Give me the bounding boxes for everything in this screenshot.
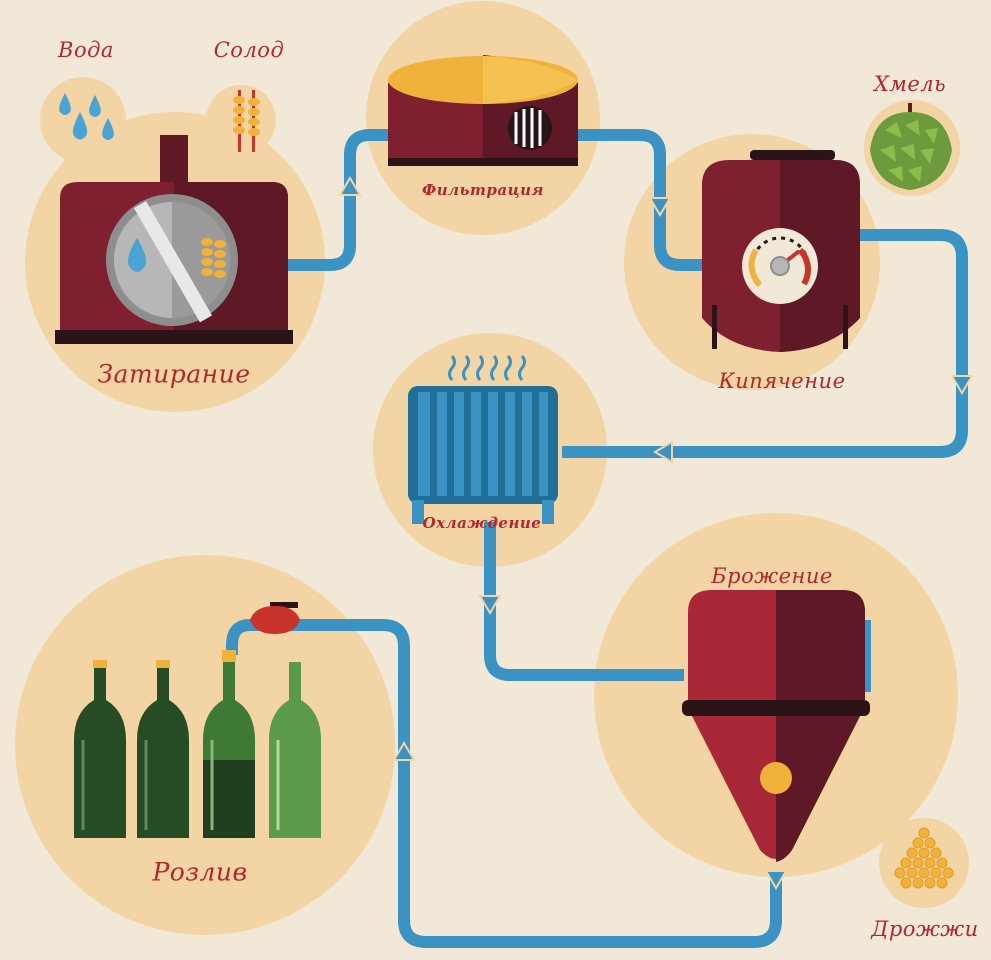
ingredient-label-hops: Хмель: [874, 72, 946, 96]
arrow-left-1: [655, 442, 672, 462]
stage-label-cooling: Охлаждение: [423, 514, 542, 532]
stage-label-filtration: Фильтрация: [422, 181, 544, 199]
ingredient-label-yeast: Дрожжи: [871, 917, 978, 941]
stage-label-bottling: Розлив: [152, 858, 247, 887]
stage-label-mashing: Затирание: [97, 360, 250, 389]
arrow-down-3: [480, 596, 500, 613]
stage-label-boiling: Кипячение: [719, 369, 846, 393]
ingredient-label-water: Вода: [58, 38, 114, 62]
stage-label-fermentation: Брожение: [711, 564, 833, 588]
filter-tank-icon: [388, 55, 578, 166]
arrow-up-1: [340, 178, 360, 195]
boil-kettle-icon: [702, 150, 860, 352]
arrow-down-4: [766, 871, 786, 888]
arrow-up-2: [394, 743, 414, 760]
arrow-down-2: [952, 376, 972, 393]
ingredient-label-malt: Солод: [214, 38, 285, 62]
